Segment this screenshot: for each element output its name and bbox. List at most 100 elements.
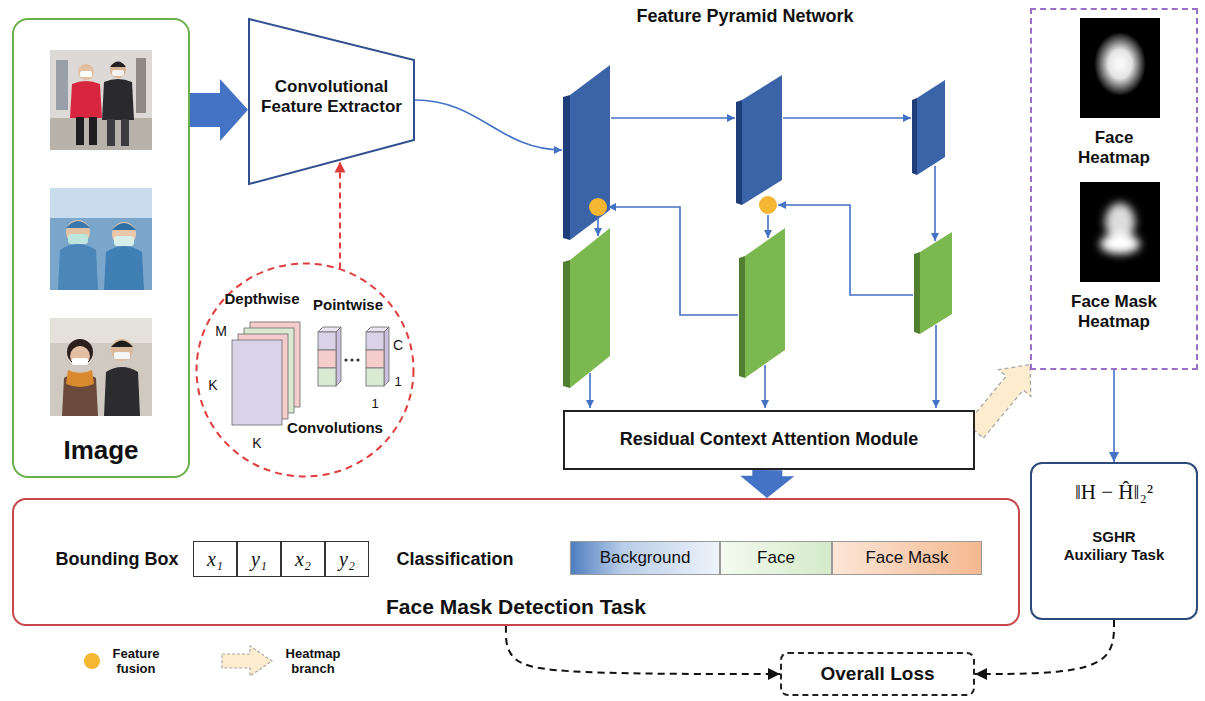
street-photo [50, 50, 152, 150]
heatmap-loss-arrow [1113, 370, 1115, 462]
surgeons-photo [50, 188, 152, 290]
node-text: y₁ [251, 547, 267, 571]
pyramid-feature-maps [563, 65, 952, 388]
node-text: x₂ [295, 547, 311, 571]
surgeons-photo [50, 188, 152, 290]
node-text: ‖H − Ĥ‖₂² [1032, 480, 1196, 505]
pyramid-feature-maps [745, 228, 785, 378]
street-photo [76, 117, 84, 145]
ellipsis-dots [344, 358, 347, 361]
pyramid-wires [783, 117, 911, 119]
street-photo [70, 81, 102, 118]
depthwise-kernel [232, 322, 300, 425]
node-text: Face Mask [865, 548, 948, 568]
node-text: Image [14, 435, 188, 466]
heatmap-images [1094, 32, 1146, 96]
pointwise-kernel [384, 327, 389, 386]
legend-swatch [84, 653, 100, 669]
coordinate-cell: y₁ [237, 541, 281, 577]
convolution-callout-ellipse: DepthwisePointwiseConvolutions [195, 262, 415, 478]
node-text: x₁ [207, 547, 223, 571]
dimension-letter: K [208, 377, 217, 393]
couple-photo [67, 339, 93, 365]
coordinate-cell: x₁ [193, 541, 237, 577]
callout-arrow [339, 162, 341, 269]
node-text: Face Heatmap [1064, 128, 1164, 169]
node-text: Classification [380, 549, 530, 571]
detection-arrow [740, 470, 794, 498]
node-text: y₂ [339, 547, 355, 571]
ellipsis-dots [350, 358, 353, 361]
node-text: Convolutional Feature Extractor [252, 77, 411, 118]
fusion-dots [589, 198, 607, 216]
pointwise-kernel [318, 350, 336, 368]
legend-text: Feature fusion [104, 647, 168, 677]
dimension-letter: K [252, 435, 261, 451]
class-cell: Face [720, 541, 832, 575]
couple-photo [50, 318, 152, 416]
street-photo [50, 118, 152, 150]
loss-arrow [975, 620, 1114, 674]
pyramid-feature-maps [920, 232, 952, 334]
node-text: Face Mask Detection Task [14, 594, 1018, 619]
fusion-dots [589, 196, 777, 216]
street-photo [50, 50, 152, 150]
legend-text: Heatmap branch [278, 647, 348, 677]
pyramid-wires [767, 215, 769, 238]
couple-photo [50, 318, 152, 416]
node-text: SGHR Auxiliary Task [1062, 528, 1166, 564]
depthwise-kernel [232, 340, 282, 425]
pointwise-kernel [318, 332, 336, 350]
feature-extractor-trapezoid: Convolutional Feature Extractor [248, 18, 415, 185]
couple-photo [111, 339, 133, 361]
ellipse-outline [197, 264, 414, 477]
street-photo [56, 60, 68, 110]
street-photo [102, 79, 134, 120]
surgeons-photo [66, 221, 90, 228]
node-text: Residual Context Attention Module [620, 429, 918, 451]
surgeons-photo [68, 234, 88, 244]
heatmap-images [1100, 234, 1140, 254]
node-text: Overall Loss [820, 663, 934, 686]
pointwise-kernel [366, 368, 384, 386]
pyramid-wires [935, 325, 937, 408]
pyramid-wires [415, 100, 936, 408]
auxiliary-task-box: ‖H − Ĥ‖₂² SGHR Auxiliary Task [1030, 462, 1198, 620]
pyramid-feature-maps [739, 256, 745, 378]
surgeons-photo [114, 236, 134, 246]
surgeons-photo [104, 246, 144, 290]
trapezoid-outline [249, 19, 414, 184]
heatmap-images [1100, 203, 1140, 254]
legend-branch-icon [222, 646, 272, 676]
pyramid-feature-maps [563, 95, 570, 240]
couple-photo [72, 358, 88, 365]
surgeons-photo [66, 220, 90, 244]
pyramid-feature-maps [736, 100, 742, 205]
pyramid-feature-maps [914, 252, 920, 334]
node-text: Convolutions [283, 419, 387, 437]
pyramid-wires [597, 217, 599, 236]
heatmap-panel: Face HeatmapFace Mask Heatmap [1030, 8, 1198, 370]
node-text: Bounding Box [42, 549, 192, 571]
pointwise-kernel [318, 368, 336, 386]
pyramid-wires [778, 205, 913, 295]
street-photo [80, 71, 92, 77]
pointwise-kernel [336, 327, 341, 386]
street-photo [136, 58, 146, 113]
detection-task-box: Bounding Box ClassificationFace Mask Dete… [12, 498, 1020, 626]
node-text: Pointwise [303, 296, 393, 314]
pyramid-wires [415, 100, 562, 150]
pointwise-kernel [318, 327, 389, 386]
heatmap-branch-arrow [967, 365, 1031, 438]
dimension-letter: 1 [394, 375, 401, 390]
pyramid-feature-maps [570, 228, 610, 388]
pyramid-wires [934, 166, 936, 241]
couple-photo [104, 367, 140, 416]
street-photo [78, 64, 94, 80]
ellipsis-dots [356, 358, 359, 361]
surgeons-photo [58, 244, 98, 290]
dimension-letter: M [215, 323, 227, 339]
coordinate-cell: y₂ [325, 541, 369, 577]
node-text: Face [757, 548, 795, 568]
